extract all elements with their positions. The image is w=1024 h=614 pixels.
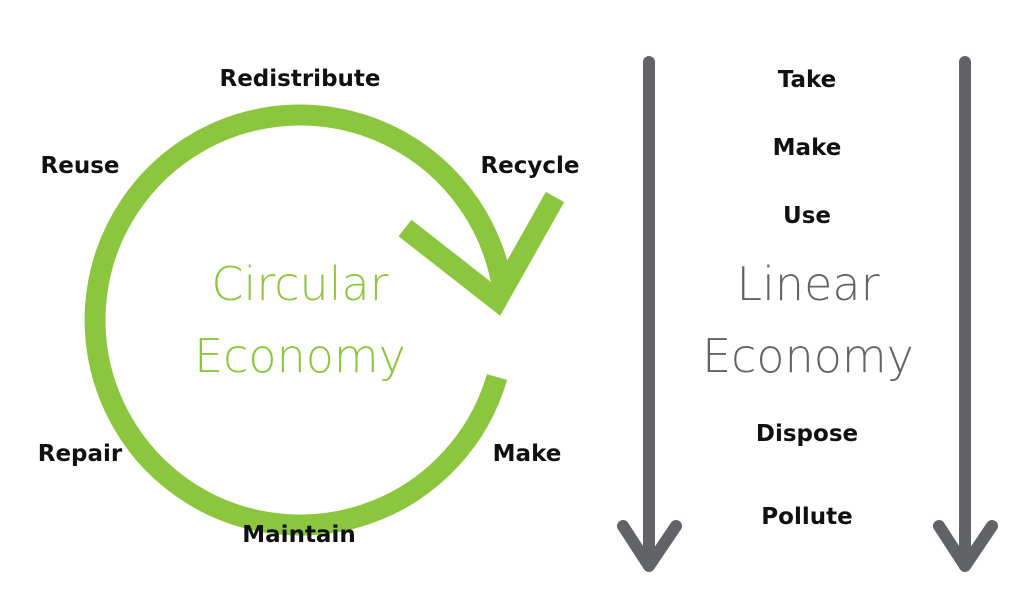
circular-title-line1: Circular bbox=[211, 257, 389, 311]
circular-arrowhead bbox=[398, 191, 565, 316]
step-take: Take bbox=[777, 67, 837, 93]
linear-left-arrow bbox=[617, 56, 682, 572]
linear-title-line2: Economy bbox=[702, 329, 914, 383]
linear-economy-title: Linear Economy bbox=[702, 248, 914, 392]
label-maintain: Maintain bbox=[242, 522, 356, 548]
step-use: Use bbox=[783, 203, 831, 229]
linear-title-line1: Linear bbox=[736, 257, 880, 311]
label-recycle: Recycle bbox=[480, 153, 580, 179]
label-redistribute: Redistribute bbox=[219, 66, 381, 92]
label-reuse: Reuse bbox=[40, 153, 120, 179]
label-make-circular: Make bbox=[492, 441, 562, 467]
step-pollute: Pollute bbox=[761, 504, 853, 530]
label-repair: Repair bbox=[37, 441, 123, 467]
circular-title-line2: Economy bbox=[194, 329, 406, 383]
step-dispose: Dispose bbox=[755, 421, 859, 447]
linear-right-arrow bbox=[933, 56, 998, 572]
circular-economy-title: Circular Economy bbox=[194, 248, 406, 392]
circular-arrow-arc bbox=[84, 104, 514, 536]
step-make: Make bbox=[772, 135, 842, 161]
